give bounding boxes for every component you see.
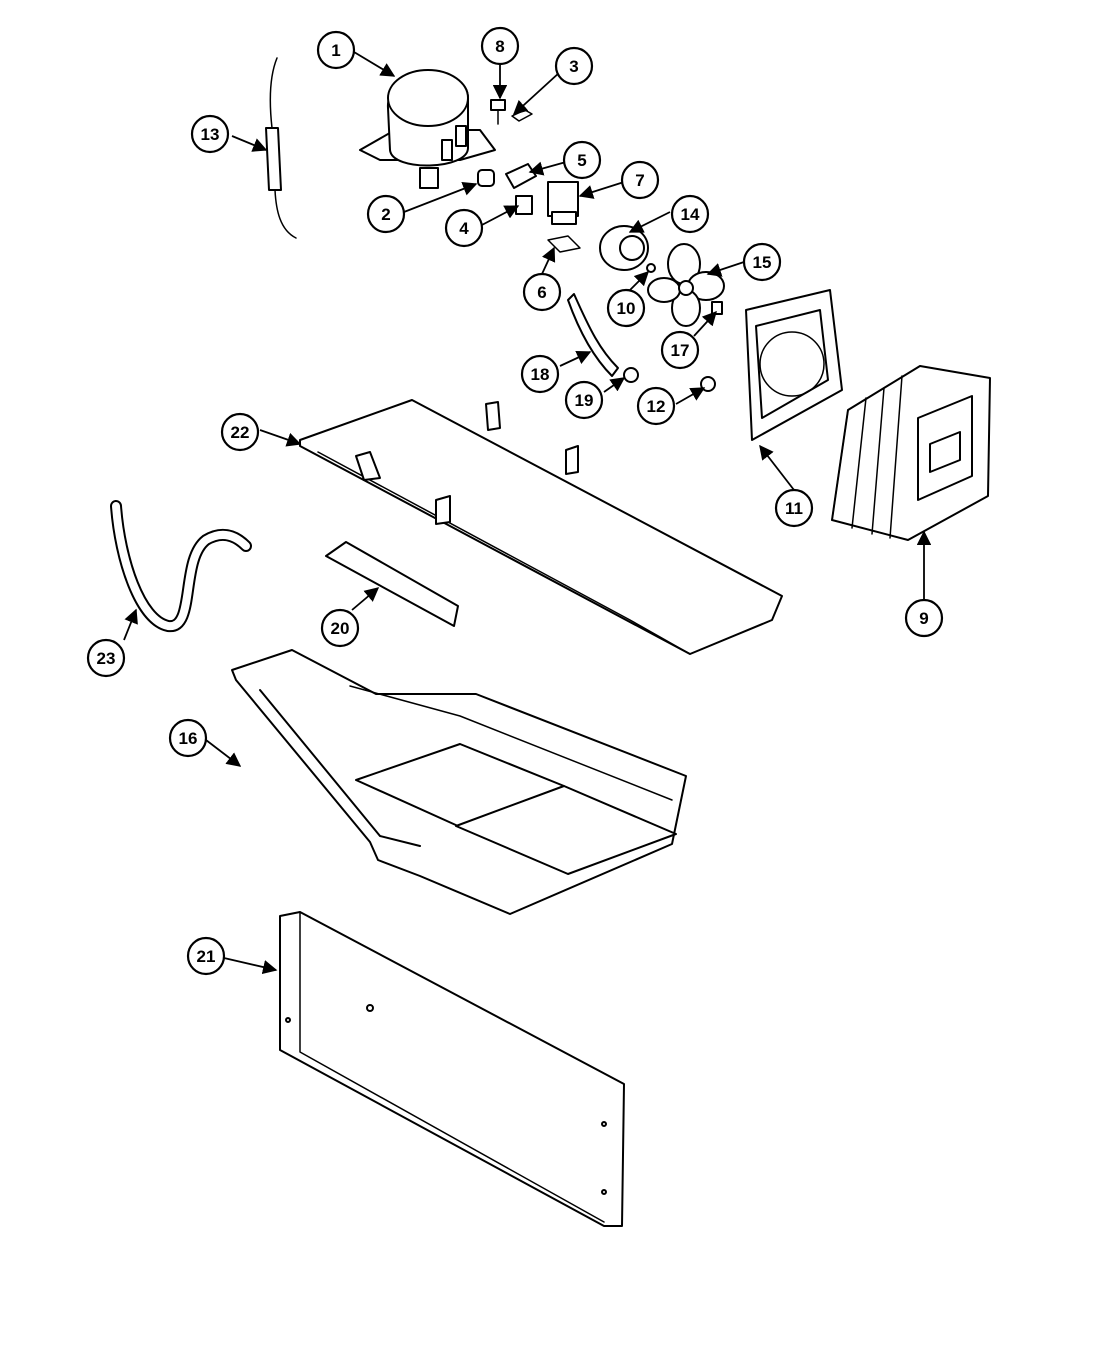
svg-text:12: 12 <box>647 397 666 416</box>
svg-text:21: 21 <box>197 947 216 966</box>
callout-9: 9 <box>904 598 944 638</box>
overload-part <box>505 163 537 189</box>
drier-part <box>265 57 297 239</box>
svg-text:15: 15 <box>753 253 772 272</box>
svg-text:22: 22 <box>231 423 250 442</box>
washer-part <box>646 263 656 273</box>
svg-text:18: 18 <box>531 365 550 384</box>
callout-18: 18 <box>520 354 560 394</box>
relay-part <box>515 195 533 215</box>
callout-1: 1 <box>316 30 356 70</box>
callout-3: 3 <box>554 46 594 86</box>
fan-clip-part <box>711 301 723 315</box>
channel-part <box>325 541 459 627</box>
svg-text:20: 20 <box>331 619 350 638</box>
svg-text:16: 16 <box>179 729 198 748</box>
callout-13: 13 <box>190 114 230 154</box>
svg-text:6: 6 <box>537 283 546 302</box>
svg-text:17: 17 <box>671 341 690 360</box>
nut-part-19 <box>623 367 639 383</box>
svg-text:13: 13 <box>201 125 220 144</box>
callout-11: 11 <box>774 488 814 528</box>
bracket-part <box>547 235 581 253</box>
leader-lines <box>123 51 932 975</box>
svg-text:3: 3 <box>569 57 578 76</box>
svg-text:7: 7 <box>635 171 644 190</box>
grommet-part <box>477 169 495 187</box>
condenser-part <box>831 365 991 541</box>
compressor-part <box>359 69 496 189</box>
callout-21: 21 <box>186 936 226 976</box>
callout-7: 7 <box>620 160 660 200</box>
bolt-part <box>490 99 506 125</box>
callout-6: 6 <box>522 272 562 312</box>
svg-text:11: 11 <box>785 499 803 518</box>
fan-motor-part <box>599 225 649 271</box>
relay-cover-part <box>547 181 579 225</box>
callout-19: 19 <box>564 380 604 420</box>
base-plate-part <box>299 399 783 655</box>
callout-12: 12 <box>636 386 676 426</box>
callout-23: 23 <box>86 638 126 678</box>
drain-hose-part <box>110 500 252 632</box>
strap-part <box>567 293 619 377</box>
callout-16: 16 <box>168 718 208 758</box>
callout-20: 20 <box>320 608 360 648</box>
callout-10: 10 <box>606 288 646 328</box>
callout-2: 2 <box>366 194 406 234</box>
fan-blade-part <box>647 243 725 327</box>
svg-text:10: 10 <box>617 299 636 318</box>
svg-text:2: 2 <box>381 205 390 224</box>
drain-pan-part <box>231 649 687 915</box>
callout-4: 4 <box>444 208 484 248</box>
callout-22: 22 <box>220 412 260 452</box>
clip-part <box>511 109 533 122</box>
callout-14: 14 <box>670 194 710 234</box>
callout-17: 17 <box>660 330 700 370</box>
svg-text:23: 23 <box>97 649 116 668</box>
callout-15: 15 <box>742 242 782 282</box>
svg-text:19: 19 <box>575 391 594 410</box>
callout-8: 8 <box>480 26 520 66</box>
svg-text:9: 9 <box>919 609 928 628</box>
svg-text:14: 14 <box>681 205 700 224</box>
access-panel-part <box>279 911 625 1227</box>
callout-5: 5 <box>562 140 602 180</box>
svg-text:4: 4 <box>459 219 469 238</box>
fan-shroud-part <box>745 289 843 441</box>
svg-text:8: 8 <box>495 37 504 56</box>
svg-text:1: 1 <box>331 41 340 60</box>
svg-text:5: 5 <box>577 151 586 170</box>
